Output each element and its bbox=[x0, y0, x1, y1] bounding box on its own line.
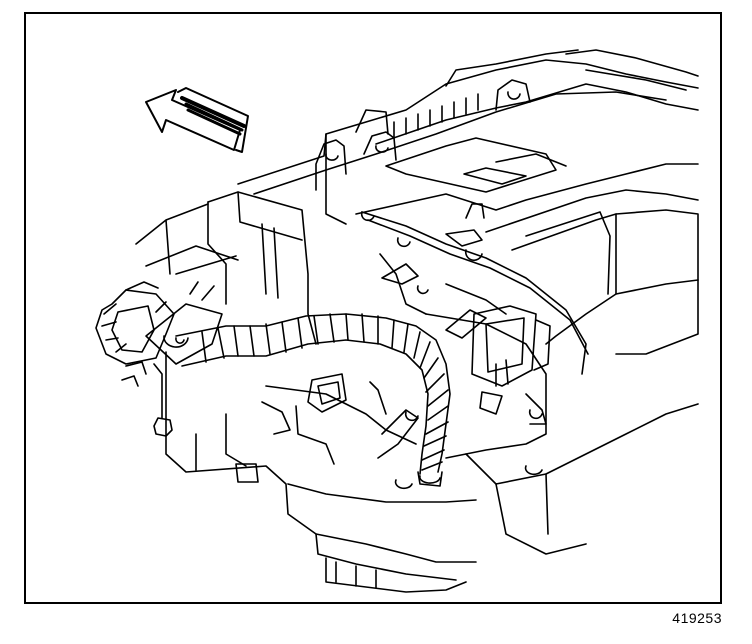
hvac-module-line-drawing bbox=[26, 14, 720, 602]
figure-number: 419253 bbox=[672, 610, 722, 626]
module-ribbed-section bbox=[386, 94, 566, 192]
module-upper-housing bbox=[238, 50, 698, 224]
module-lower-housing bbox=[136, 192, 476, 592]
figure-frame bbox=[24, 12, 722, 604]
harness-left-loop bbox=[96, 282, 174, 364]
arrow-up-left-icon bbox=[146, 88, 248, 152]
module-right-section bbox=[356, 164, 698, 554]
mode-actuator bbox=[446, 306, 550, 414]
wiring-harness-conduit bbox=[176, 314, 450, 486]
module-mounting-tabs bbox=[316, 132, 396, 190]
harness-connector-clip bbox=[262, 374, 418, 458]
door-linkage-arms bbox=[362, 204, 588, 424]
harness-bracket-and-bolt bbox=[122, 282, 222, 436]
